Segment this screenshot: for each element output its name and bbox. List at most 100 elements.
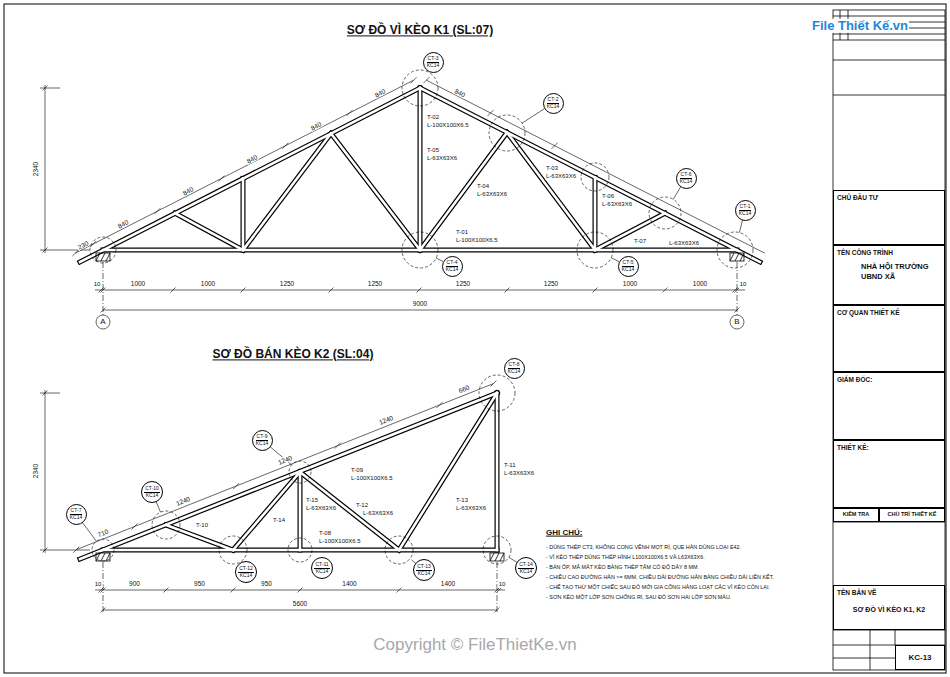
field-value: SƠ ĐỒ VÌ KÈO K1, K2 <box>837 606 941 613</box>
member-label: T-10 <box>195 522 209 529</box>
sheet-reference: KC14 <box>240 573 253 578</box>
dimension: 840 <box>453 87 468 99</box>
note: - DÙNG THÉP CT3, KHÔNG CONG VÊNH MỌT RỈ,… <box>545 545 742 551</box>
detail-callout: CT-3KC14 <box>423 52 444 73</box>
field-label: THIẾT KẾ: <box>837 444 941 451</box>
member-label: L-63X63X6 <box>476 191 508 198</box>
dimension: 1000 <box>622 280 638 287</box>
dimension: 1000 <box>692 280 708 287</box>
note: - VÌ KÈO THÉP DÙNG THÉP HÌNH L100X100X6.… <box>545 555 706 561</box>
field-label: TÊN BẢN VẼ <box>837 589 941 596</box>
dimension: 10 <box>94 581 103 588</box>
dimension: 10 <box>739 281 748 288</box>
detail-callout: CT-4KC14 <box>442 256 463 277</box>
dimension: 1400 <box>341 580 357 587</box>
title-block-cell: THIẾT KẾ: <box>833 440 945 508</box>
watermark: Copyright © FileThietKe.vn <box>372 636 577 655</box>
title-block-cell: TÊN BẢN VẼ SƠ ĐỒ VÌ KÈO K1, K2 <box>833 585 945 630</box>
member-label: T-01 <box>455 229 469 236</box>
field-label: CHỦ TRÌ THIẾT KẾ <box>881 511 943 517</box>
axis-label: A <box>99 318 106 327</box>
member-label: T-08 <box>318 530 332 537</box>
sheet-reference: KC14 <box>70 515 83 520</box>
member-label: T-13 <box>455 497 469 504</box>
field-label: GIÁM ĐỐC: <box>837 376 941 383</box>
member-label: L-63X63X6 <box>668 240 700 247</box>
sheet-reference: KC14 <box>418 571 431 576</box>
title-block-cell: TÊN CÔNG TRÌNHNHÀ HỘI TRƯỜNG UBND XÃ <box>833 245 945 305</box>
member-label: T-09 <box>350 467 364 474</box>
title-block-cell: CHỦ ĐẦU TƯ <box>833 190 945 245</box>
sheet-reference: KC14 <box>547 104 560 109</box>
member-label: L-63X63X6 <box>601 201 633 208</box>
dimension: 710 <box>96 527 111 538</box>
sheet-reference: KC14 <box>739 211 752 216</box>
sheet-reference: KC14 <box>508 369 521 374</box>
sheet-reference: KC14 <box>622 267 635 272</box>
title-block-cell: KIỂM TRA <box>833 508 879 522</box>
sheet-reference: KC14 <box>146 493 159 498</box>
member-label: L-100X100X6.5 <box>350 475 394 482</box>
title-block-cell: CƠ QUAN THIẾT KẾ <box>833 305 945 372</box>
dimension: 2340 <box>32 161 39 177</box>
sheet-reference: KC14 <box>680 179 693 184</box>
dimension: 840 <box>244 152 259 164</box>
field-value: NHÀ HỘI TRƯỜNG UBND XÃ <box>861 262 941 282</box>
note-heading: GHI CHÚ: <box>545 529 583 538</box>
member-label: T-12 <box>355 502 369 509</box>
member-label: L-63X63X6 <box>455 505 487 512</box>
note: - BẢN ỐP, MÃ MẮT KÈO BẰNG THÉP TẤM CÓ ĐỘ… <box>545 565 700 571</box>
member-label: T-11 <box>503 462 517 469</box>
field-label: KIỂM TRA <box>835 511 877 517</box>
detail-callout: CT-13KC14 <box>413 559 435 581</box>
detail-callout: CT-2KC14 <box>543 93 564 114</box>
detail-callout: CT-14KC14 <box>515 557 537 579</box>
field-label: CHỦ ĐẦU TƯ <box>837 194 941 201</box>
detail-callout: CT-9KC14 <box>252 430 273 451</box>
dimension: 660 <box>457 383 472 394</box>
dimension: 1250 <box>455 280 471 287</box>
member-label: L-63X63X6 <box>426 155 458 162</box>
dimension: 840 <box>308 120 323 132</box>
detail-callout: CT-1KC14 <box>735 200 756 221</box>
member-label: T-04 <box>476 183 490 190</box>
dimension: 10 <box>93 281 102 288</box>
dimension: 900 <box>128 580 141 587</box>
dimension: 2340 <box>32 463 39 479</box>
detail-callout: CT-10KC14 <box>141 481 163 503</box>
logo: File Thiết Kế.vn <box>811 19 909 33</box>
note: - CHẾ TẠO THỬ MỘT CHIẾC SAU ĐÓ MỚI GIA C… <box>545 585 771 591</box>
member-label: T-02 <box>426 114 440 121</box>
member-label: T-03 <box>545 165 559 172</box>
dimension: 1250 <box>279 280 295 287</box>
member-label: T-07 <box>633 238 647 245</box>
member-label: L-63X63X6 <box>362 510 394 517</box>
title-block-cell: GIÁM ĐỐC: <box>833 372 945 440</box>
detail-callout: CT-7KC14 <box>66 504 87 525</box>
title-block-cell: KC-13 <box>895 645 945 670</box>
detail-callout: CT-12KC14 <box>235 561 257 583</box>
member-label: T-14 <box>272 517 286 524</box>
heading: SƠ ĐỒ BÁN KÈO K2 (SL:04) <box>212 348 375 361</box>
sheet-reference: KC14 <box>446 267 459 272</box>
dimension: 1240 <box>174 494 192 507</box>
member-label: T-06 <box>601 193 615 200</box>
dimension: 10 <box>498 581 507 588</box>
member-label: T-05 <box>426 147 440 154</box>
dimension: 5600 <box>292 600 308 607</box>
detail-callout: CT-11KC14 <box>311 557 333 579</box>
member-label: L-100X100X6.5 <box>455 237 499 244</box>
dimension: 950 <box>193 580 206 587</box>
dimension: 1000 <box>130 280 146 287</box>
sheet-reference: KC14 <box>316 569 329 574</box>
dimension: 1250 <box>543 280 559 287</box>
axis-label: B <box>733 318 740 327</box>
dimension: 950 <box>260 580 273 587</box>
title-block-cell: CHỦ TRÌ THIẾT KẾ <box>879 508 945 522</box>
heading: SƠ ĐỒ VÌ KÈO K1 (SL:07) <box>346 24 494 37</box>
dimension: 230 <box>75 239 90 251</box>
member-label: L-63X63X6 <box>545 173 577 180</box>
